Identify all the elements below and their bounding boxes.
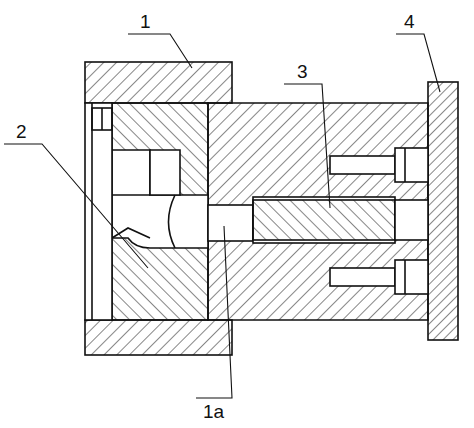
callout-number: 1a <box>203 402 224 421</box>
callout-number: 2 <box>16 122 27 141</box>
sleeve-top <box>85 62 232 103</box>
leader-line <box>196 226 232 398</box>
callout-number: 4 <box>404 12 415 31</box>
thread-line <box>91 103 93 320</box>
bolt-line <box>404 148 406 182</box>
vent-slot <box>92 108 112 130</box>
main-body <box>208 103 428 320</box>
bolt-head <box>395 148 428 182</box>
vent-line <box>101 108 103 130</box>
sleeve-opening <box>85 103 112 320</box>
leader-line <box>4 144 148 268</box>
insert-body <box>112 103 208 320</box>
cavity-curve <box>169 195 176 248</box>
bolt-line <box>404 260 406 294</box>
rod-bore <box>253 197 395 243</box>
insert-pocket <box>150 150 180 195</box>
leader-line <box>396 34 440 92</box>
leader-line <box>284 84 330 208</box>
bolt-hole <box>330 156 395 174</box>
rod <box>253 200 395 240</box>
callout-number: 1 <box>140 12 151 31</box>
channel-bore <box>208 205 253 241</box>
sleeve-bottom <box>85 320 232 355</box>
cavity-edge <box>112 194 150 196</box>
insert-cavity <box>112 150 208 248</box>
bolt-hole <box>330 268 395 286</box>
bolt-head <box>395 260 428 294</box>
callout-number: 3 <box>297 62 308 81</box>
leader-line <box>128 34 192 68</box>
rod-end <box>395 200 428 240</box>
flange-plate <box>428 82 458 340</box>
